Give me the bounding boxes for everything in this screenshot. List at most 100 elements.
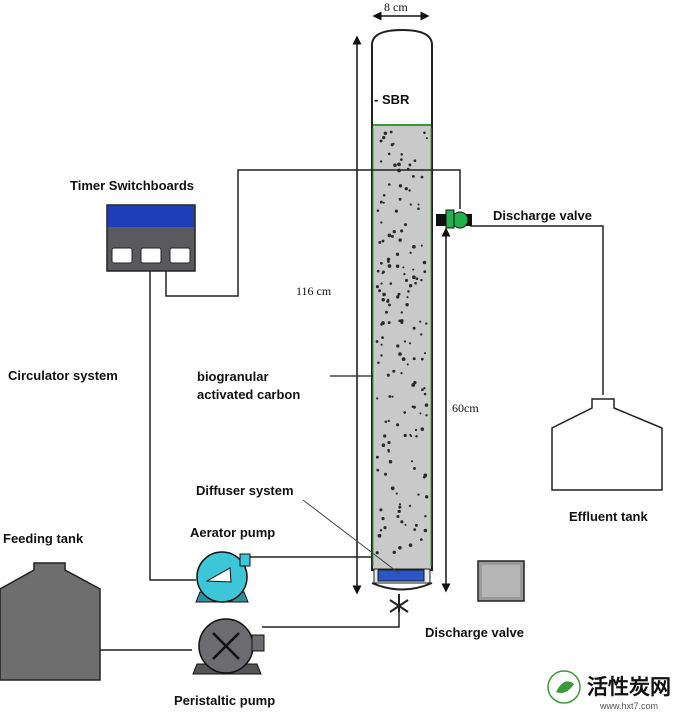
granule (382, 194, 386, 197)
granule (412, 244, 416, 249)
granule (408, 163, 412, 167)
granule (423, 392, 427, 396)
granule (388, 183, 391, 186)
granule (392, 142, 395, 145)
granule (376, 397, 379, 400)
granule (380, 261, 383, 265)
granule (395, 295, 400, 299)
granule (400, 158, 403, 161)
granule (392, 369, 396, 373)
granule (425, 137, 428, 140)
diffuser-label-group: Diffuser system (196, 483, 401, 575)
granule (380, 343, 383, 346)
piping (100, 169, 604, 651)
granule (408, 284, 413, 288)
discharge-valve-bottom[interactable]: Discharge valve (389, 594, 524, 640)
height-dimension-total: 116 cm (296, 35, 362, 595)
granule (387, 233, 392, 238)
granule (415, 435, 418, 438)
granule (406, 296, 409, 299)
discharge-valve-top[interactable]: Discharge valve (436, 208, 592, 229)
granule (383, 526, 387, 530)
granule (420, 244, 423, 247)
circulator-label: Circulator system (8, 368, 118, 383)
bio-line2: activated carbon (197, 387, 300, 402)
timer-switch-2[interactable] (140, 247, 162, 264)
granule (400, 520, 404, 524)
granule (415, 277, 419, 281)
granule (375, 455, 379, 459)
granule (387, 321, 391, 325)
effluent-tank-label: Effluent tank (569, 509, 648, 524)
granule (381, 298, 385, 302)
granule (376, 209, 380, 212)
granule (379, 529, 383, 532)
granule (387, 448, 390, 452)
granule (388, 303, 391, 307)
granule (396, 514, 400, 519)
diffuser-label: Diffuser system (196, 483, 294, 498)
granule (388, 395, 392, 398)
granule (400, 321, 404, 324)
granule (386, 373, 390, 377)
width-dimension: 8 cm (372, 0, 430, 21)
aerator-pump: Aerator pump (190, 525, 275, 603)
granule (411, 174, 415, 178)
height-dimension-lower: 60cm (441, 227, 479, 593)
granule (404, 278, 409, 282)
granule (408, 189, 411, 192)
watermark-url: www.hxt7.com (599, 701, 658, 711)
granule (420, 278, 423, 282)
granule (375, 340, 379, 343)
granule (417, 207, 420, 211)
timer-switchboard: Timer Switchboards (70, 178, 196, 272)
granule (389, 130, 393, 134)
granule (398, 319, 401, 323)
peristaltic-pump: Peristaltic pump (174, 618, 275, 708)
granule (395, 264, 400, 269)
granule (406, 363, 409, 366)
granule (409, 433, 412, 436)
effluent-tank: Effluent tank (551, 398, 663, 524)
timer-switch-1[interactable] (111, 247, 133, 264)
granule (413, 380, 417, 385)
granule (410, 460, 414, 463)
granule (420, 357, 424, 361)
granule (421, 388, 424, 392)
granule (423, 473, 428, 478)
granule (402, 266, 405, 269)
granule (424, 403, 429, 407)
timer-switch-3[interactable] (169, 247, 191, 264)
height-total-label: 116 cm (296, 284, 332, 298)
granule (417, 493, 420, 496)
biogranular-label: biogranular activated carbon (197, 369, 373, 402)
discharge-valve-top-label: Discharge valve (493, 208, 592, 223)
granule (390, 486, 395, 491)
granule (379, 508, 383, 512)
granule (400, 372, 403, 375)
bio-line1: biogranular (197, 369, 269, 384)
granule (420, 175, 424, 179)
aerator-pump-label: Aerator pump (190, 525, 275, 540)
granule (386, 257, 391, 262)
granule (408, 543, 413, 547)
height-lower-label: 60cm (452, 401, 479, 415)
granule (396, 423, 400, 427)
granule (380, 221, 383, 224)
granule (413, 528, 417, 531)
granule (409, 251, 412, 254)
granule (405, 303, 409, 307)
granule (403, 272, 406, 276)
granule (398, 184, 403, 188)
granule-dots (375, 130, 429, 555)
granule (379, 200, 383, 204)
granule (384, 420, 388, 424)
granule (380, 323, 383, 326)
granule (398, 238, 402, 242)
granule (379, 139, 383, 143)
watermark: 活性炭网 www.hxt7.com (547, 670, 671, 711)
granule (419, 333, 423, 336)
granule (401, 357, 406, 361)
granule (409, 203, 412, 206)
